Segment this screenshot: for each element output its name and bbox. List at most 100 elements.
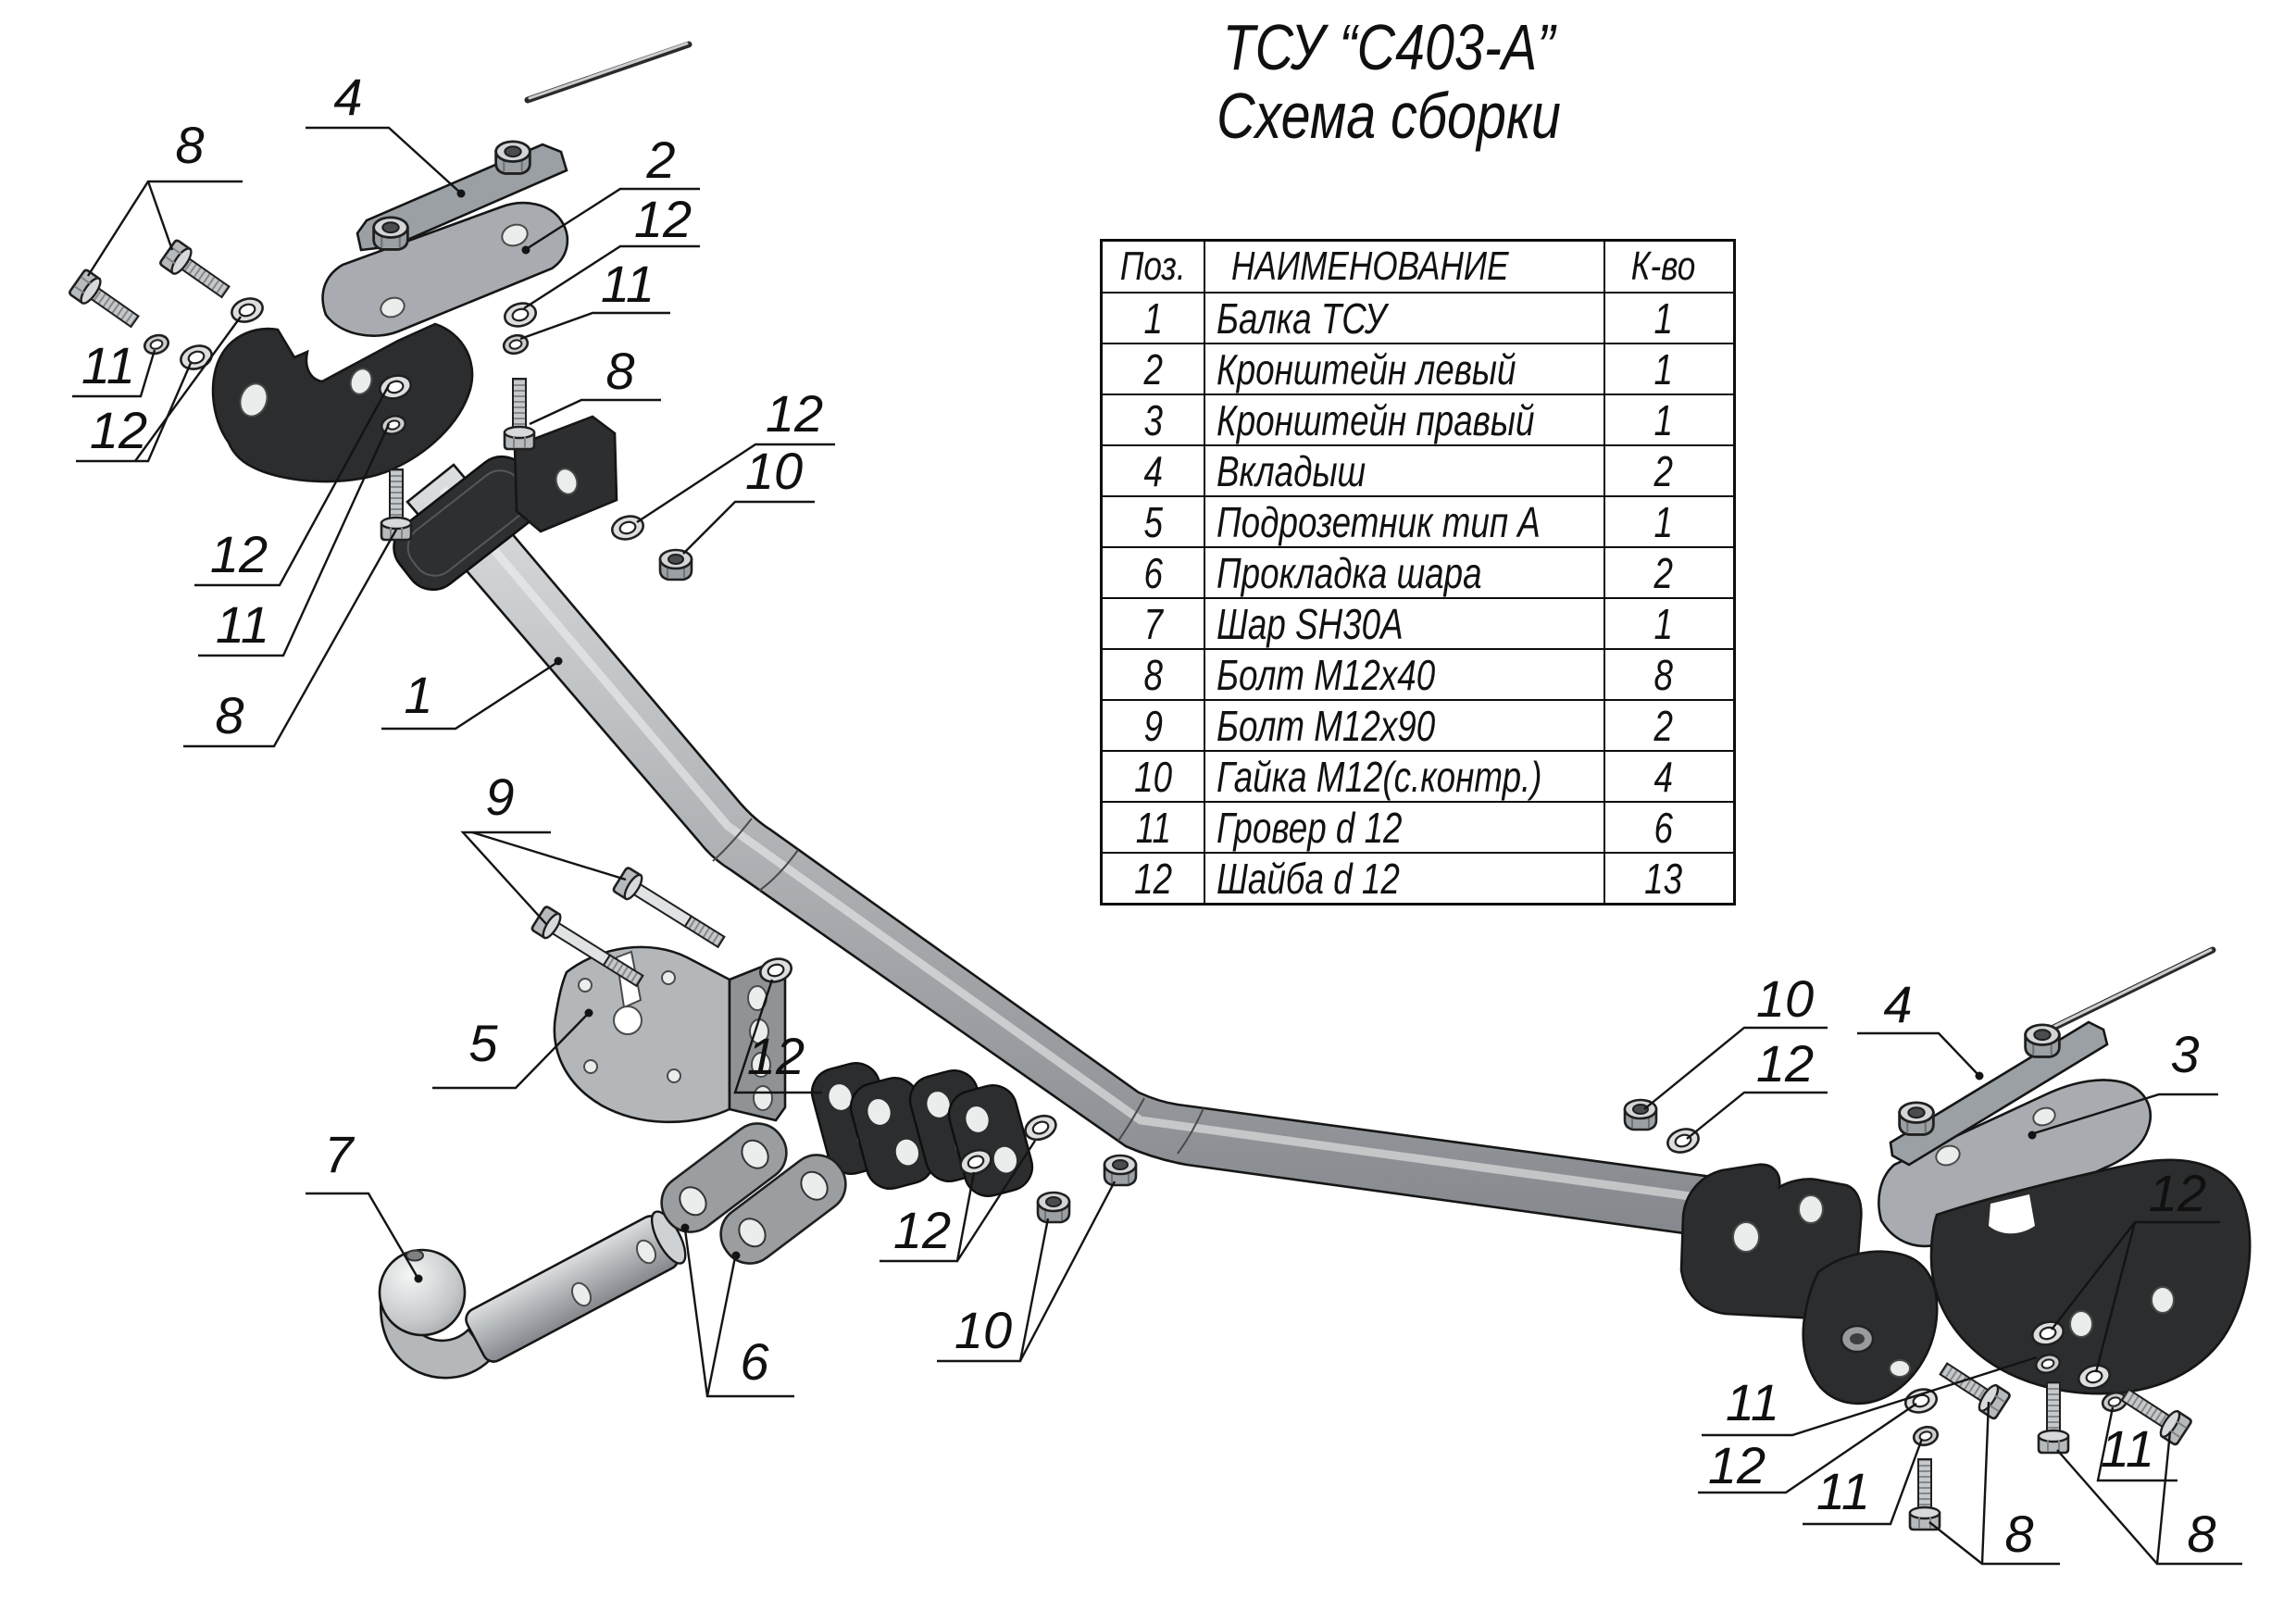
beam-weld-seam — [1117, 1097, 1204, 1155]
washer-12 — [1020, 1110, 1061, 1145]
washer-12 — [1663, 1124, 1703, 1157]
callout-8-bottom-right: 8 — [2056, 1430, 2242, 1566]
callout-5-socket-plate: 5 — [432, 1008, 593, 1090]
cell-name: Болт М12х40 — [1205, 650, 1605, 699]
bolt-m12x40 — [157, 238, 235, 306]
pull-rod-highlight — [528, 42, 689, 100]
cell-pos: 4 — [1103, 446, 1205, 495]
callout-11-bottom-a: 11 — [1702, 1355, 2038, 1437]
bracket-left-plate-hole — [501, 223, 529, 247]
callout-11-bottom-c: 11 — [1803, 1438, 1924, 1526]
small-hole — [583, 1059, 598, 1074]
callout-label: 8 — [215, 686, 243, 744]
callout-6-pads: 6 — [680, 1223, 794, 1398]
callout-label: 9 — [485, 768, 514, 826]
pull-rod-highlight — [2050, 948, 2213, 1030]
callout-label: 12 — [1756, 1034, 1814, 1093]
table-row: 7 Шар SH30A 1 — [1103, 597, 1733, 648]
callout-label: 8 — [605, 342, 634, 400]
cell-pos: 7 — [1103, 599, 1205, 648]
callout-8-top-left: 8 — [86, 116, 243, 277]
callout-label: 8 — [175, 116, 204, 174]
callout-7-ball: 7 — [306, 1125, 423, 1283]
welded-nut — [1898, 1101, 1935, 1136]
small-hole — [667, 1068, 681, 1083]
table-row: 3 Кронштейн правый 1 — [1103, 394, 1733, 444]
table-row: 8 Болт М12х40 8 — [1103, 648, 1733, 699]
callout-label: 6 — [740, 1332, 769, 1391]
clevis-tab — [942, 1079, 1039, 1203]
socket-plate-face — [553, 945, 731, 1124]
callout-label: 7 — [324, 1125, 355, 1183]
cell-name: Подрозетник тип А — [1205, 497, 1605, 546]
bracket-right-hole — [2069, 1310, 2093, 1338]
washer-12 — [176, 341, 217, 374]
callout-10-clevis: 10 — [937, 1181, 1117, 1363]
table-row: 10 Гайка М12(с.контр.) 4 — [1103, 750, 1733, 801]
bracket-left-hole — [349, 368, 373, 395]
washer-12 — [608, 511, 647, 544]
header-name: НАИМЕНОВАНИЕ — [1205, 242, 1605, 292]
header-pos: Поз. — [1103, 242, 1205, 292]
lock-nut-10 — [658, 548, 693, 581]
callout-label: 1 — [404, 666, 432, 724]
beam-highlight — [439, 486, 1704, 1203]
cell-qty: 1 — [1653, 395, 1674, 444]
cell-qty: 4 — [1653, 752, 1674, 801]
callout-label: 8 — [2004, 1505, 2033, 1563]
callout-1-beam: 1 — [381, 656, 563, 731]
table-row: 12 Шайба d 12 13 — [1103, 852, 1733, 903]
cell-pos: 2 — [1103, 344, 1205, 394]
bracket-right-plate-hole — [1935, 1144, 1961, 1167]
beam-top-tab-hole — [555, 468, 579, 495]
ball-hitch — [378, 1111, 858, 1380]
callout-4-left: 4 — [306, 68, 466, 198]
table-row: 4 Вкладыш 2 — [1103, 444, 1733, 495]
callout-label: 4 — [1883, 975, 1912, 1033]
callout-12-far-left: 12 — [76, 316, 242, 463]
washer-12 — [501, 298, 540, 331]
cell-qty: 1 — [1653, 497, 1674, 546]
bolt-m12x90 — [611, 865, 730, 956]
table-row: 9 Болт М12х90 2 — [1103, 699, 1733, 750]
callout-label: 12 — [766, 384, 823, 443]
ball-sphere — [378, 1248, 467, 1337]
callout-4-right: 4 — [1857, 975, 1984, 1081]
cell-qty: 2 — [1653, 446, 1674, 495]
small-hole — [661, 970, 676, 985]
table-row: 11 Гровер d 12 6 — [1103, 801, 1733, 852]
cell-pos: 5 — [1103, 497, 1205, 546]
flange-hole — [753, 1085, 773, 1111]
callout-12-bottom-b: 12 — [1698, 1403, 1917, 1494]
callout-label: 8 — [2187, 1505, 2215, 1563]
cell-qty: 13 — [1644, 854, 1683, 903]
callout-12-clevis: 12 — [880, 1140, 1037, 1263]
callout-label: 11 — [601, 255, 655, 313]
small-hole — [578, 978, 593, 993]
bolt-m12x40 — [67, 268, 144, 335]
callout-label: 12 — [634, 190, 692, 248]
callout-label: 11 — [216, 595, 269, 654]
beam-weld-seam — [712, 818, 799, 892]
insert-strap-right-bar — [1889, 1020, 2109, 1167]
bracket-right-notch — [1989, 1194, 2035, 1234]
bracket-left-plate-hole — [380, 296, 406, 319]
insert-strap-right — [1889, 946, 2216, 1167]
callout-label: 4 — [333, 68, 362, 126]
callout-10-right-top: 10 — [1643, 969, 1828, 1110]
lock-nut-10 — [1103, 1154, 1138, 1187]
callout-3-right-bracket: 3 — [2028, 1025, 2218, 1140]
beam-tsu — [393, 415, 1863, 1320]
callout-8-bottom-left: 8 — [1928, 1401, 2060, 1566]
callout-12-right-top: 12 — [1686, 1034, 1828, 1140]
flange-hole — [751, 1052, 771, 1078]
callout-label: 5 — [468, 1014, 498, 1072]
table-row: 5 Подрозетник тип А 1 — [1103, 495, 1733, 546]
callout-8-mid-left: 8 — [183, 529, 398, 748]
side-plate-hub-hole — [1850, 1333, 1865, 1344]
cell-name: Кронштейн правый — [1205, 395, 1605, 444]
cell-name: Прокладка шара — [1205, 548, 1605, 597]
cell-pos: 10 — [1103, 752, 1205, 801]
